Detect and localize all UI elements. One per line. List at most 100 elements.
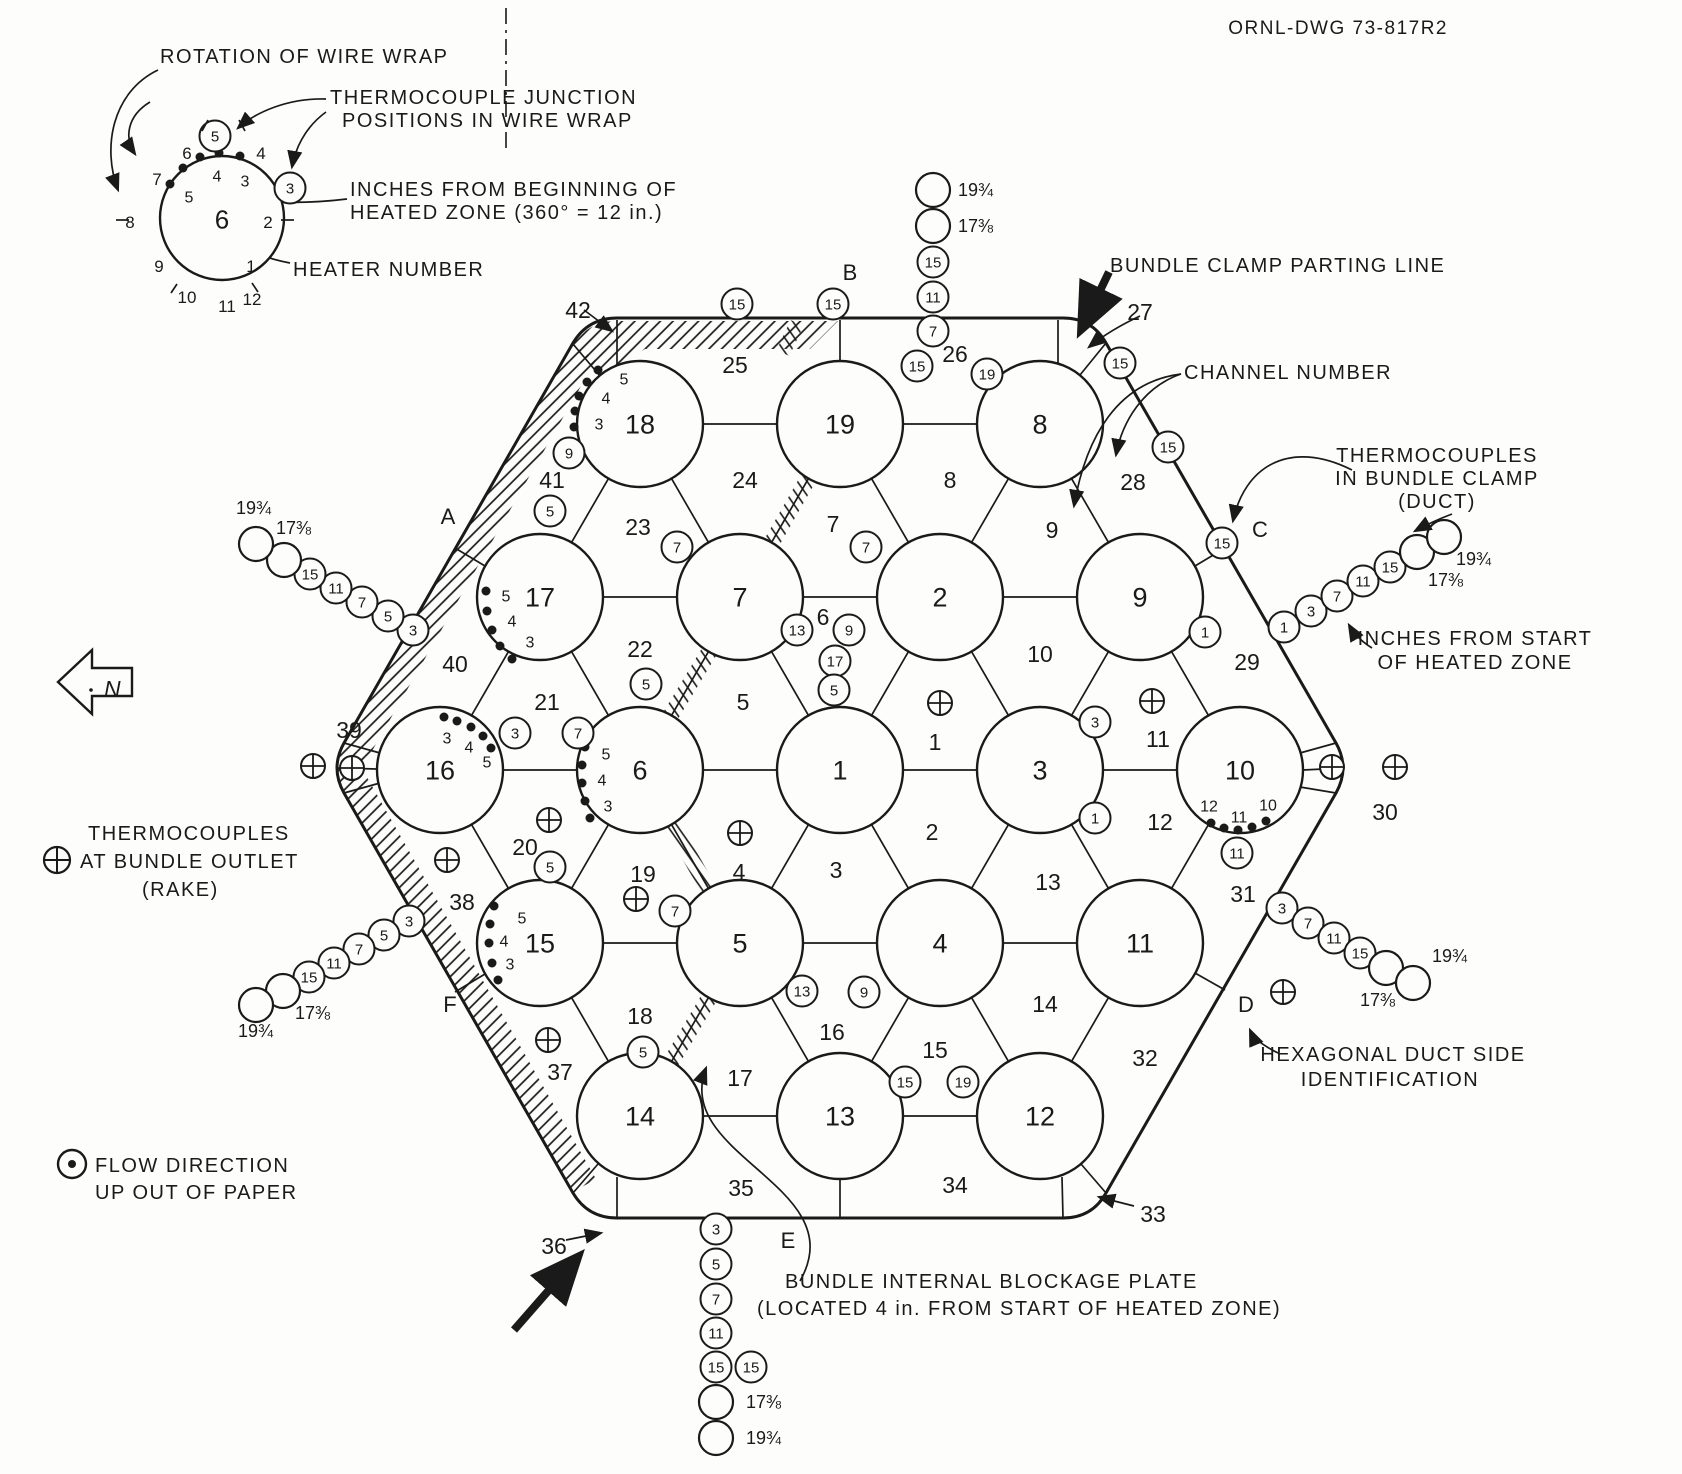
distance-label: 17⅜	[295, 1003, 331, 1023]
channel-label-4: 4	[733, 859, 746, 885]
duct-tc-circle	[265, 541, 303, 579]
tc-circle	[552, 436, 586, 470]
legend-wrap-dot	[178, 163, 188, 173]
heater-rod-2: 2	[875, 532, 1005, 662]
rake-thermocouple-marker	[434, 847, 460, 873]
tc-value: 15	[1112, 355, 1129, 372]
tc-circle	[849, 530, 883, 564]
channel-boundary	[870, 997, 910, 1062]
channel-label-14: 14	[1032, 991, 1058, 1017]
tc-junction-marker: 7	[849, 530, 883, 564]
tc-junction-marker: 11	[1317, 921, 1351, 955]
tc-junction-marker: 5	[533, 494, 567, 528]
duct-tick	[572, 1163, 599, 1194]
tc-junction-marker: 7	[342, 932, 376, 966]
heater-rod-number: 4	[932, 928, 947, 958]
tc-junction-marker: 17	[818, 644, 852, 678]
wire-wrap-dot-label: 4	[465, 740, 474, 757]
channel-boundary	[670, 651, 710, 716]
annotation-label: THERMOCOUPLES	[88, 823, 290, 845]
annotation-label: BUNDLE INTERNAL BLOCKAGE PLATE	[785, 1271, 1198, 1293]
duct-tc-circle	[1394, 964, 1432, 1002]
duct-tick	[1080, 1163, 1107, 1194]
channel-label-3: 3	[830, 857, 843, 883]
tc-junction-marker: 5	[367, 918, 401, 952]
wire-wrap-dot	[1247, 822, 1257, 832]
leader-arrow	[1248, 1027, 1279, 1054]
annotation-label: AT BUNDLE OUTLET	[80, 851, 299, 873]
tc-value: 15	[708, 1359, 725, 1376]
tc-junction-marker: 7	[658, 894, 692, 928]
distance-label: 17⅜	[1428, 570, 1464, 590]
tc-value: 5	[384, 608, 392, 625]
tc-value: 3	[1278, 900, 1286, 917]
channel-numbers: 1234567891011121314151617181920212223242…	[336, 297, 1398, 1259]
distance-label: 19¾	[1432, 946, 1468, 966]
leader-arrow	[1347, 622, 1373, 649]
tc-circle	[916, 245, 950, 279]
wire-wrap-dot	[574, 391, 584, 401]
tc-circle	[345, 585, 379, 619]
channel-label-31: 31	[1230, 881, 1256, 907]
tc-junction-marker: 5	[371, 599, 405, 633]
channel-boundary	[1070, 651, 1110, 716]
rake-thermocouple-markers	[300, 688, 1408, 1053]
blockage-plate-strip	[776, 320, 804, 356]
channel-boundary	[1070, 997, 1110, 1062]
tc-junction-marker: 9	[847, 975, 881, 1009]
tc-junction-marker: 7	[699, 1282, 733, 1316]
duct-side-label-E: E	[781, 1228, 796, 1253]
channel-boundary	[570, 997, 610, 1062]
heater-rod-circle	[675, 532, 805, 662]
tc-junction-marker: 3	[699, 1212, 733, 1246]
wire-wrap-dot	[452, 716, 462, 726]
heater-rod-circle	[875, 878, 1005, 1008]
tc-circle	[847, 975, 881, 1009]
legend-tc-circle	[273, 171, 307, 205]
channel-boundary	[970, 824, 1010, 889]
channel-boundary	[970, 651, 1010, 716]
tc-value: 5	[642, 676, 650, 693]
wire-wrap-dot	[486, 743, 496, 753]
duct-tick	[343, 782, 381, 794]
tc-junction-marker: 13	[780, 613, 814, 647]
tc-value: 11	[925, 289, 941, 306]
heater-rod-13: 13	[775, 1051, 905, 1181]
tc-junction-marker: 9	[552, 436, 586, 470]
wire-wrap-dot-label: 5	[483, 755, 492, 772]
tc-circle	[319, 571, 353, 605]
channel-label-9: 9	[1046, 517, 1059, 543]
legend-clock-tick	[251, 282, 259, 293]
wire-wrap-dot-label: 5	[620, 372, 629, 389]
clamp-hatch-band	[344, 779, 596, 1192]
annotation-label: INCHES FROM START	[1358, 628, 1593, 650]
tc-value: 11	[328, 580, 344, 597]
duct-tc-circle	[914, 171, 952, 209]
heater-rod-number: 12	[1025, 1101, 1055, 1131]
leader-arrow	[1096, 1193, 1135, 1209]
channel-boundary	[870, 824, 910, 889]
legend-clock-12: 12	[243, 290, 262, 309]
channel-boundary	[770, 478, 810, 543]
channel-label-10: 10	[1027, 641, 1053, 667]
channel-boundary	[570, 651, 610, 716]
heater-rod-circle	[375, 705, 505, 835]
wire-wrap-dot	[507, 654, 517, 664]
heater-rod-number: 15	[525, 928, 555, 958]
annotation-label: OF HEATED ZONE	[1377, 652, 1572, 674]
legend-clock-8: 8	[125, 213, 134, 232]
tc-junction-marker: 3	[1078, 705, 1112, 739]
clamp-hatch-band	[573, 321, 838, 377]
channel-label-39: 39	[336, 717, 362, 743]
heater-rod-number: 10	[1225, 755, 1255, 785]
tc-value: 9	[565, 445, 573, 462]
channel-label-1: 1	[929, 729, 942, 755]
tc-value: 15	[1160, 439, 1177, 456]
tc-value: 15	[909, 358, 926, 375]
channel-label-26: 26	[942, 341, 968, 367]
annotation-label: THERMOCOUPLE JUNCTION	[330, 87, 637, 109]
